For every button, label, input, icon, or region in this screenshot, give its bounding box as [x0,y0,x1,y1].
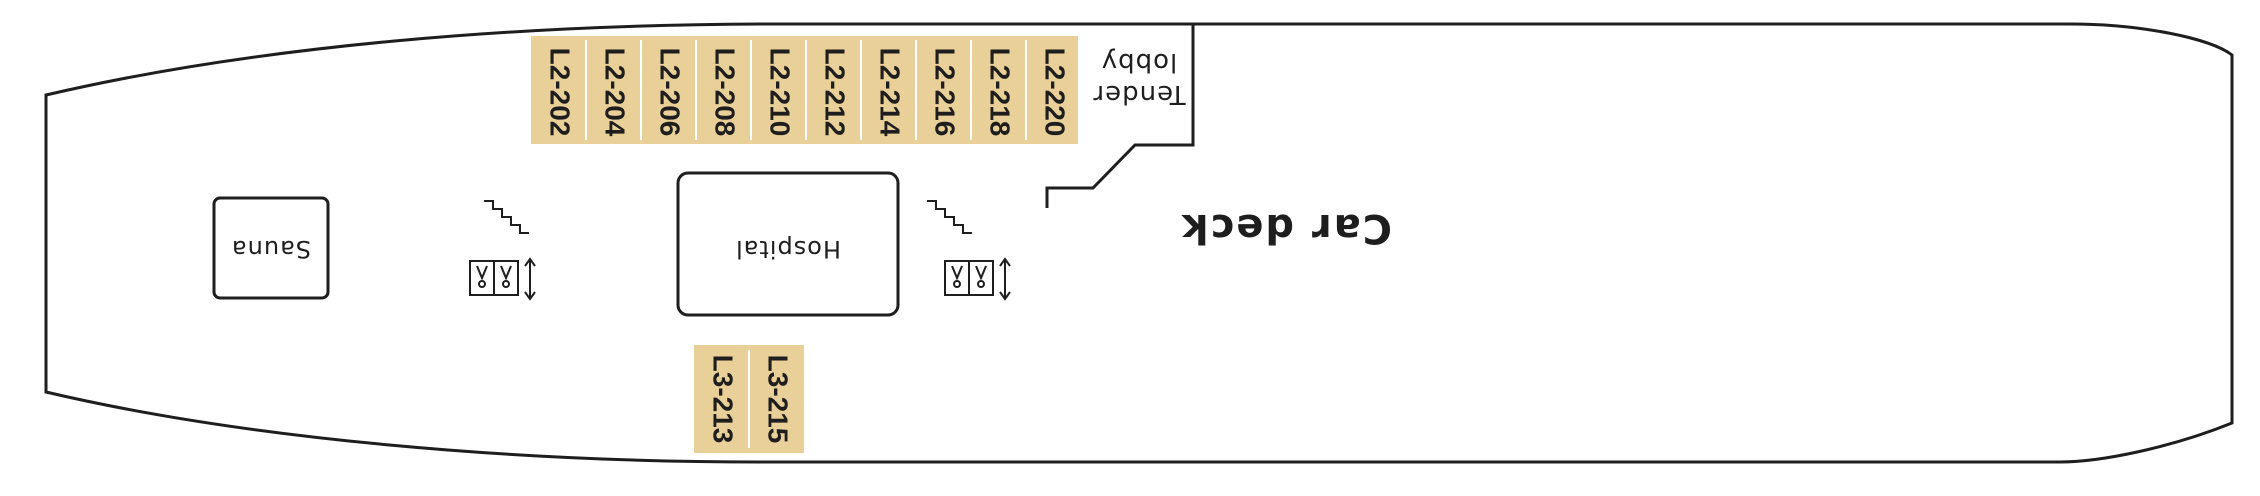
cabin-l2-204[interactable]: L2-204 [600,48,631,137]
cabin-l2-218[interactable]: L2-218 [985,48,1016,137]
hospital-label: Hospital [735,235,841,263]
cabin-l3-215[interactable]: L3-215 [763,355,794,444]
elevator-icon [469,257,536,301]
cabin-l2-206[interactable]: L2-206 [655,48,686,137]
tender-lobby-outline [1045,24,1195,208]
cabin-l2-202[interactable]: L2-202 [545,48,576,137]
cabin-row-l2: L2-202 L2-204 L2-206 L2-208 L2-210 L2-21… [531,36,1078,144]
car-deck-label: Car deck [1180,205,1392,251]
cabin-l2-220[interactable]: L2-220 [1040,48,1071,137]
cabin-l2-216[interactable]: L2-216 [930,48,961,137]
cabin-l2-212[interactable]: L2-212 [820,48,851,137]
cabin-l2-210[interactable]: L2-210 [765,48,796,137]
cabin-row-l3: L3-213 L3-215 [694,345,804,453]
cabin-block-l2 [531,36,1078,144]
elevator-icon [944,257,1011,301]
hull-outline [44,22,2234,464]
tender-lobby-label-line2: lobby [1101,47,1178,77]
cabin-l3-213[interactable]: L3-213 [708,355,739,444]
tender-lobby-label: Tender lobby [1092,47,1186,109]
hospital-room[interactable] [676,171,900,317]
stairs-icon [927,200,972,234]
cabin-l2-214[interactable]: L2-214 [875,48,906,137]
sauna-label: Sauna [231,235,311,263]
tender-lobby-label-line1: Tender [1092,79,1186,109]
stairs-icon [484,200,529,234]
sauna-room[interactable] [212,196,330,300]
cabin-l2-208[interactable]: L2-208 [710,48,741,137]
